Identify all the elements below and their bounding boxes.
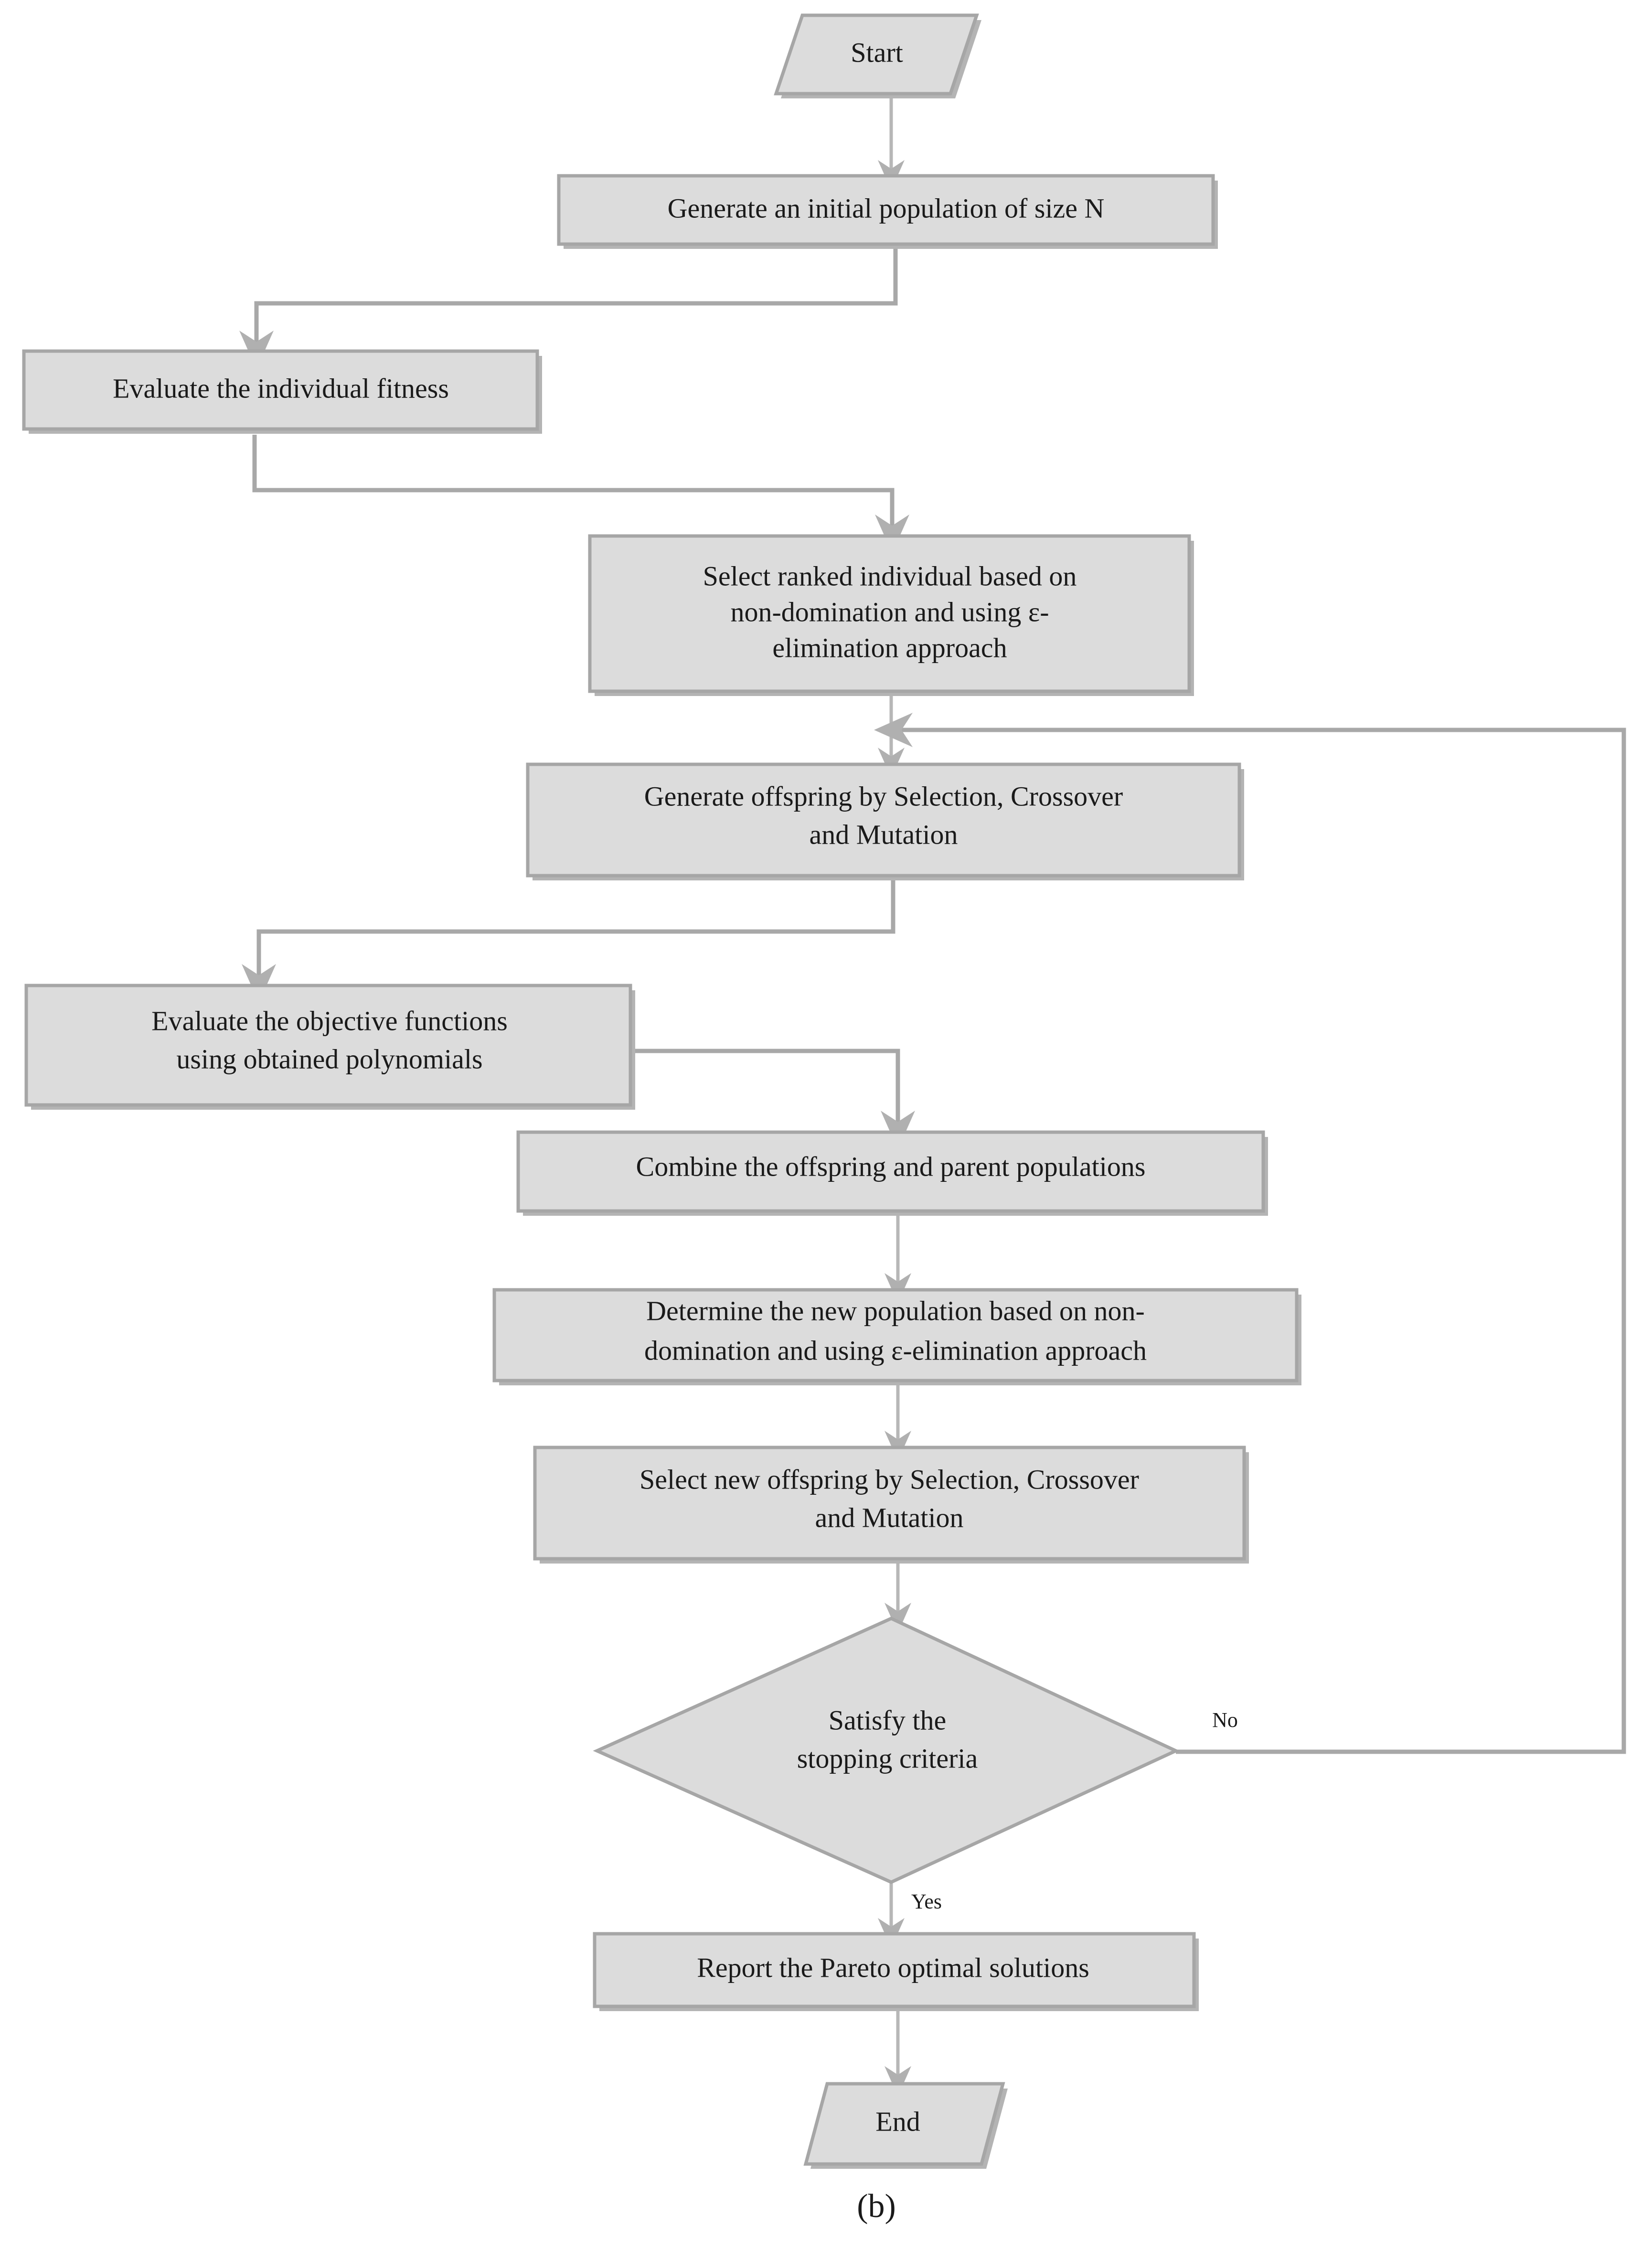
node-end-label: End [875,2106,920,2137]
node-stopping-criteria-line2: stopping criteria [797,1743,978,1774]
node-stopping-criteria[interactable]: Satisfy the stopping criteria [593,1617,1180,1884]
node-select-ranked-line3: elimination approach [772,632,1007,663]
connector-decision-no-feedback-loop [874,713,1626,1754]
node-select-new-offspring[interactable]: Select new offspring by Selection, Cross… [533,1446,1249,1564]
node-report-pareto[interactable]: Report the Pareto optimal solutions [593,1932,1199,2011]
node-report-pareto-label: Report the Pareto optimal solutions [697,1952,1089,1983]
node-start-label: Start [851,37,903,68]
node-generate-offspring-line1: Generate offspring by Selection, Crossov… [644,781,1123,812]
node-generate-offspring[interactable]: Generate offspring by Selection, Crossov… [526,762,1244,880]
node-determine-new-population-line2: domination and using ε-elimination appro… [644,1335,1147,1366]
node-combine-populations-label: Combine the offspring and parent populat… [636,1151,1146,1182]
node-evaluate-fitness[interactable]: Evaluate the individual fitness [22,349,542,434]
node-generate-population[interactable]: Generate an initial population of size N [557,174,1218,249]
node-evaluate-objectives[interactable]: Evaluate the objective functions using o… [24,984,635,1110]
node-determine-new-population-line1: Determine the new population based on no… [646,1295,1145,1326]
node-generate-population-label: Generate an initial population of size N [668,193,1105,224]
connector-evaluate-fitness-to-select-ranked [252,435,909,553]
node-select-ranked[interactable]: Select ranked individual based on non-do… [588,534,1194,696]
connector-generate-population-to-evaluate-fitness [239,245,898,369]
node-end[interactable]: End [803,2082,1008,2169]
node-generate-offspring-line2: and Mutation [810,819,958,850]
node-evaluate-fitness-label: Evaluate the individual fitness [113,373,449,404]
connector-generate-offspring-to-evaluate-objectives [242,879,895,1003]
node-determine-new-population[interactable]: Determine the new population based on no… [492,1288,1301,1385]
node-evaluate-objectives-line1: Evaluate the objective functions [151,1005,508,1036]
node-select-ranked-line2: non-domination and using ε- [730,596,1049,627]
node-stopping-criteria-line1: Satisfy the [829,1704,946,1736]
figure-caption: (b) [857,2188,896,2225]
node-start[interactable]: Start [774,13,981,98]
node-combine-populations[interactable]: Combine the offspring and parent populat… [516,1130,1268,1216]
node-select-new-offspring-line1: Select new offspring by Selection, Cross… [639,1464,1139,1495]
node-select-new-offspring-line2: and Mutation [815,1502,964,1533]
node-select-ranked-line1: Select ranked individual based on [703,560,1077,591]
connector-evaluate-objectives-to-combine [634,1049,915,1149]
node-evaluate-objectives-line2: using obtained polynomials [176,1043,482,1074]
edge-label-no: No [1212,1708,1238,1732]
edge-label-yes: Yes [911,1890,942,1913]
